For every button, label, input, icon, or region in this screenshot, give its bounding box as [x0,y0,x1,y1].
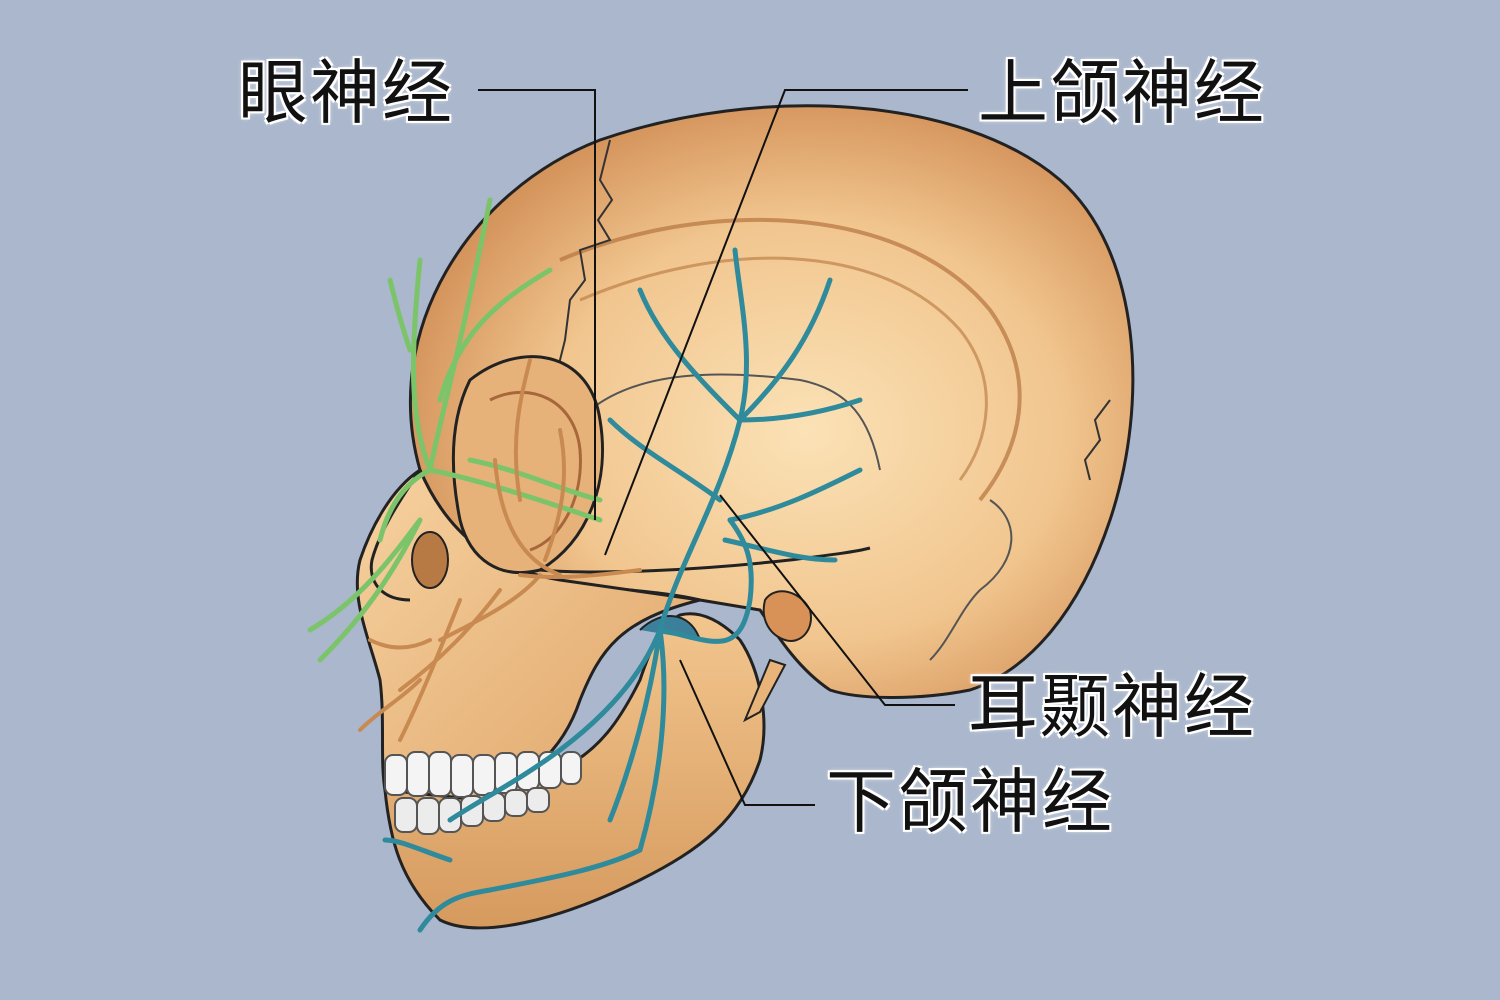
nasal-cavity [411,531,449,589]
mandibular-nerve-branches [382,247,863,933]
leader-auriculotemporal [719,494,955,706]
suture-back [1083,399,1111,481]
lower-teeth [394,787,550,835]
upper-teeth [384,751,582,798]
squamous-suture [589,373,881,471]
leader-mandibular [679,659,815,806]
styloid-process [743,658,787,723]
zygomatic-arch [539,546,871,574]
label-mandibular-nerve: 下颌神经 [826,761,1114,843]
external-ear-opening [762,590,812,642]
leader-lines [478,89,968,806]
label-ophthalmic-nerve: 眼神经 [238,52,454,134]
leader-maxillary [604,89,968,556]
label-auriculotemporal-nerve: 耳颞神经 [968,666,1256,748]
temporal-line-2 [579,256,988,481]
maxillary-nerve-branches [358,358,642,742]
label-maxillary-nerve: 上颌神经 [978,52,1266,134]
nasal-bone [369,469,422,602]
lambdoid-suture [929,499,1013,661]
leader-ophthalmic [478,89,596,520]
ophthalmic-nerve-branches [307,197,603,663]
temporal-line-1 [559,217,1022,502]
